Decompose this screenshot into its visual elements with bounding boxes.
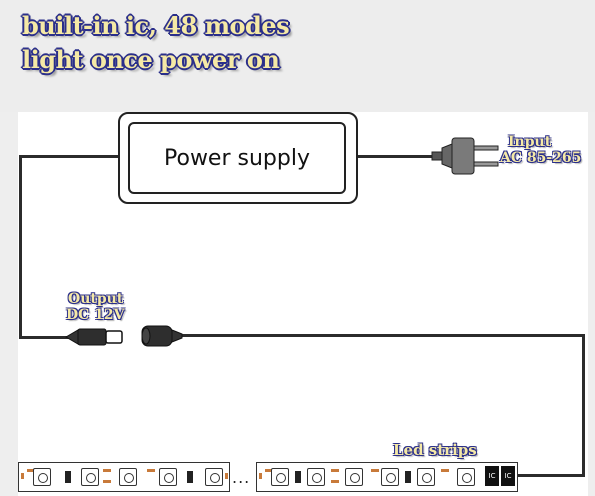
led-chip — [159, 468, 177, 486]
solder-pad — [265, 469, 273, 472]
solder-pad — [103, 469, 111, 472]
led-strip-segment-2: IC IC — [256, 462, 518, 492]
solder-mark — [225, 473, 228, 479]
led-chip — [307, 468, 325, 486]
solder-pad — [147, 469, 155, 472]
dc-female-connector-icon — [141, 325, 183, 347]
resistor — [65, 471, 71, 483]
wire-right-vertical — [582, 334, 585, 476]
led-chip — [345, 468, 363, 486]
solder-mark — [259, 473, 262, 479]
solder-pad — [331, 469, 339, 472]
solder-mark — [21, 473, 24, 479]
led-chip — [119, 468, 137, 486]
headline-modes: built-in ic, 48 modes — [22, 11, 290, 40]
output-label-line1: Output — [68, 291, 124, 307]
ac-plug-icon — [431, 137, 499, 175]
output-label-line2: DC 12V — [66, 307, 125, 323]
wire-female-to-right — [178, 334, 584, 337]
ic-chip: IC — [485, 466, 499, 486]
resistor — [295, 471, 301, 483]
led-chip — [33, 468, 51, 486]
strip-continuation-ellipsis: ... — [232, 468, 251, 487]
wire-right-to-strip — [516, 474, 585, 477]
led-chip — [417, 468, 435, 486]
header-banner: built-in ic, 48 modes light once power o… — [0, 0, 595, 112]
solder-pad — [331, 480, 339, 483]
led-chip — [81, 468, 99, 486]
power-supply-label: Power supply — [128, 122, 346, 194]
solder-pad — [441, 469, 449, 472]
led-chip — [271, 468, 289, 486]
ic-chip: IC — [501, 466, 515, 486]
wire-left-top — [19, 155, 119, 158]
led-strip-label: Led strips — [393, 441, 477, 459]
led-chip — [457, 468, 475, 486]
headline-power-on: light once power on — [22, 45, 280, 74]
wire-left-to-male-plug — [19, 336, 69, 339]
led-strip-segment-1 — [18, 462, 230, 492]
solder-pad — [103, 480, 111, 483]
input-label-line1: Input — [508, 134, 552, 150]
led-chip — [381, 468, 399, 486]
led-chip — [205, 468, 223, 486]
resistor — [187, 471, 193, 483]
resistor — [405, 471, 411, 483]
wire-left-vertical — [19, 155, 22, 338]
dc-male-plug-icon — [65, 328, 123, 346]
solder-pad — [371, 469, 379, 472]
solder-pad — [27, 469, 35, 472]
wire-psu-to-input-plug — [358, 155, 440, 158]
input-label-line2: AC 85-265 — [500, 150, 582, 166]
